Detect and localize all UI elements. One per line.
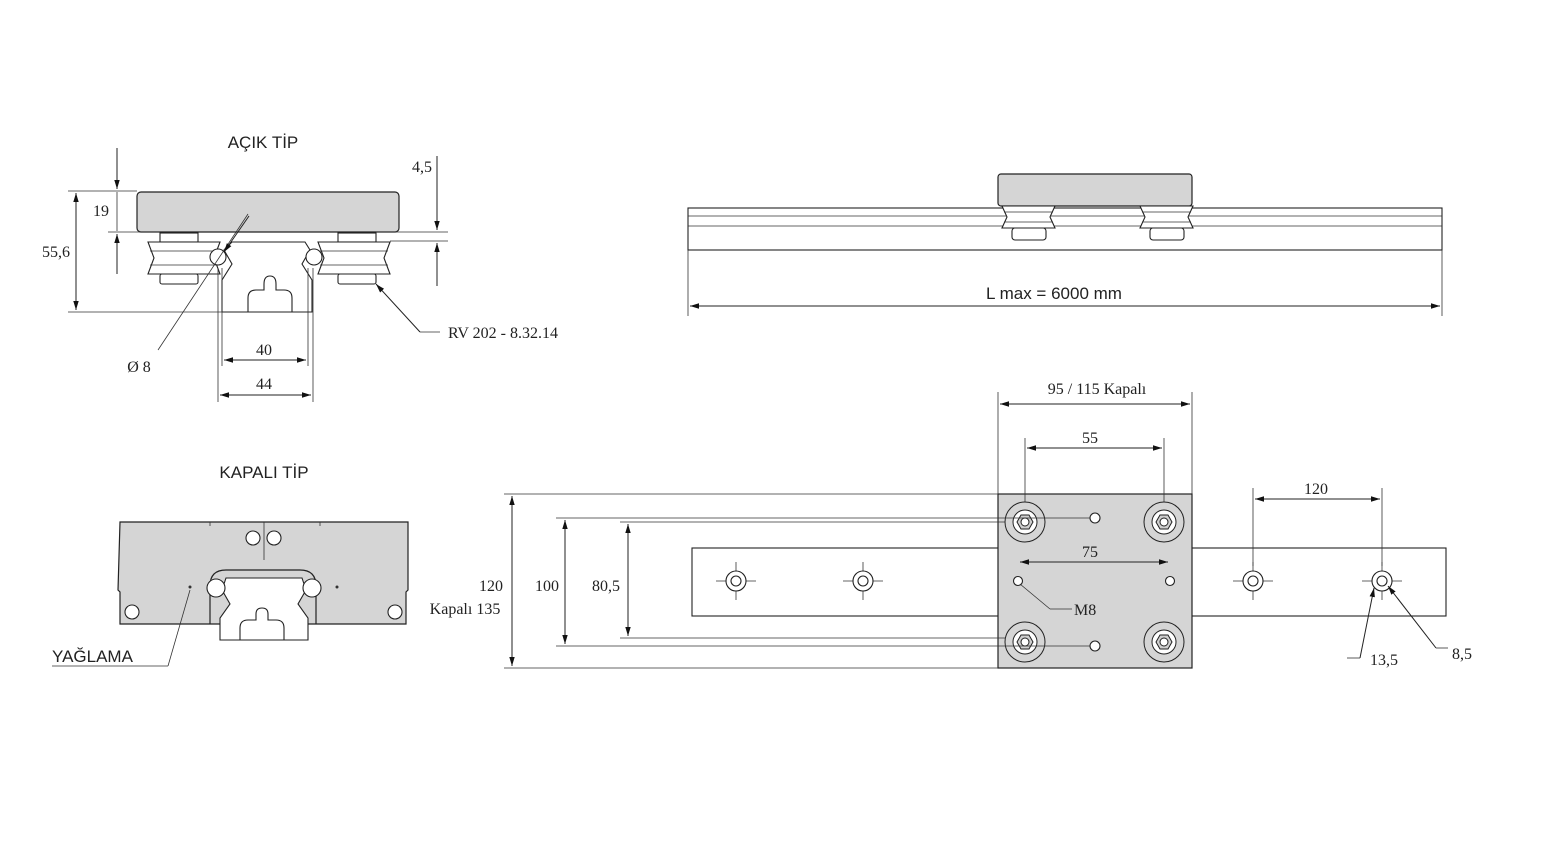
open-dim-gap: 4,5 — [412, 159, 432, 176]
closed-corner-hole-right — [387, 604, 403, 620]
open-dim-top: 19 — [93, 203, 109, 220]
open-rail-profile — [221, 241, 313, 313]
open-type-section: AÇIK TİP 55,6 — [42, 133, 558, 402]
closed-type-title: KAPALI TİP — [219, 463, 308, 482]
m8-hole-left — [1012, 575, 1024, 587]
open-dim-outer: 44 — [256, 376, 272, 393]
open-dim-height: 55,6 — [42, 244, 70, 261]
top-dim-hole-cb: 13,5 — [1370, 652, 1398, 669]
roller-bolt-tl — [1004, 501, 1046, 543]
top-dim-center-spacing: 75 — [1082, 544, 1098, 561]
open-right-roller — [317, 232, 391, 285]
top-dim-width-805: 80,5 — [592, 578, 620, 595]
closed-lube-point-right — [335, 585, 339, 589]
closed-left-pin — [206, 578, 226, 598]
open-dim-pin: Ø 8 — [127, 359, 151, 376]
small-hole-bottom — [1089, 640, 1101, 652]
side-roller-right — [1139, 205, 1194, 241]
side-roller-left — [1001, 205, 1056, 241]
rail-hole-4 — [1362, 562, 1402, 600]
closed-right-pin — [302, 578, 322, 598]
top-dim-carriage-width: 95 / 115 Kapalı — [1048, 381, 1147, 398]
closed-corner-hole-left — [124, 604, 140, 620]
side-rail — [687, 207, 1443, 251]
top-dim-plate-width-closed: Kapalı 135 — [430, 601, 501, 618]
closed-rail-profile — [219, 577, 309, 641]
top-dim-plate-width: 120 — [479, 578, 503, 595]
closed-hole-right — [266, 530, 282, 546]
roller-bolt-br — [1143, 621, 1185, 663]
m8-hole-right — [1164, 575, 1176, 587]
side-carriage — [997, 173, 1193, 207]
rail-hole-2 — [843, 562, 883, 600]
closed-lubrication-label: YAĞLAMA — [52, 647, 134, 666]
closed-type-section: KAPALI TİP YAĞLAMA — [52, 463, 409, 667]
rail-hole-1 — [716, 562, 756, 600]
open-left-roller — [147, 232, 221, 285]
top-dim-hole-d: 8,5 — [1452, 646, 1472, 663]
roller-bolt-tr — [1143, 501, 1185, 543]
open-dim-inner: 40 — [256, 342, 272, 359]
open-type-title: AÇIK TİP — [228, 133, 299, 152]
open-right-pin — [305, 248, 323, 266]
roller-bolt-bl — [1004, 621, 1046, 663]
side-view: L max = 6000 mm — [687, 173, 1443, 316]
top-dim-bolt-spacing: 55 — [1082, 430, 1098, 447]
top-dim-width-100: 100 — [535, 578, 559, 595]
closed-hole-left — [245, 530, 261, 546]
small-hole-top — [1089, 512, 1101, 524]
closed-lube-point-left — [188, 585, 192, 589]
open-carriage-plate — [136, 191, 400, 233]
top-thread-label: M8 — [1074, 602, 1096, 619]
open-roller-label: RV 202 - 8.32.14 — [448, 325, 558, 342]
rail-hole-3 — [1233, 562, 1273, 600]
top-dim-hole-pitch: 120 — [1304, 481, 1328, 498]
top-view: 95 / 115 Kapalı 55 75 M8 120 120 Kapalı … — [430, 381, 1472, 669]
side-length-label: L max = 6000 mm — [986, 284, 1122, 303]
